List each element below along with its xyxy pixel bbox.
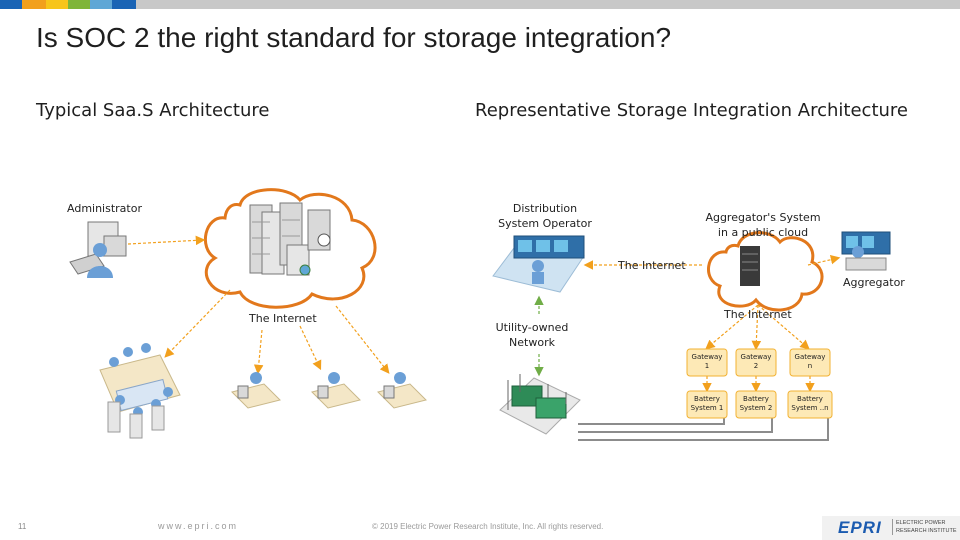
bar-segment	[136, 0, 960, 9]
saas-internet-label: The Internet	[249, 312, 317, 325]
gateway-2-line1: Gateway	[740, 353, 772, 361]
saas-internet-arrows	[164, 289, 390, 375]
top-color-bar	[0, 0, 960, 9]
left-heading: Typical Saa.S Architecture	[36, 100, 270, 121]
battery-2-label: Battery System 2	[736, 395, 776, 413]
gateway-n-label: Gateway n	[790, 353, 830, 371]
utility-network-line2: Network	[509, 336, 555, 349]
gateway-2-label: Gateway 2	[736, 353, 776, 371]
gateway-box	[686, 348, 728, 377]
gateway-2-line2: 2	[753, 362, 759, 370]
integration-arrows	[583, 254, 841, 393]
battery-n-line1: Battery	[797, 395, 823, 403]
bar-segment	[22, 0, 46, 9]
meeting-room-group-icon	[99, 343, 181, 439]
battery-2-line1: Battery	[743, 395, 769, 403]
dso-internet-label: The Internet	[618, 259, 686, 272]
gateway-n-line1: Gateway	[794, 353, 826, 361]
desk-worker-icon	[377, 372, 427, 409]
battery-box	[686, 390, 728, 419]
battery-1-line1: Battery	[694, 395, 720, 403]
logo-subtitle-line2: RESEARCH INSTITUTE	[896, 528, 957, 534]
dso-label-line1: Distribution	[512, 202, 578, 215]
battery-box	[787, 390, 833, 419]
substation-icon	[499, 374, 581, 435]
aggregator-system-line1: Aggregator's System	[705, 211, 821, 224]
administrator-workstation-icon	[69, 221, 127, 278]
battery-box	[735, 390, 777, 419]
aggregator-server-icon	[740, 246, 760, 286]
gateway-internet-label: The Internet	[724, 308, 792, 321]
admin-link-arrow	[127, 235, 206, 246]
logo-panel	[822, 516, 960, 540]
administrator-label: Administrator	[67, 202, 142, 215]
aggregator-system-label: Aggregator's System in a public cloud	[700, 210, 826, 240]
bar-segment	[0, 0, 22, 9]
utility-network-line1: Utility-owned	[495, 321, 569, 334]
battery-2-line2: System 2	[739, 404, 773, 412]
aggregator-system-line2: in a public cloud	[717, 226, 809, 239]
aggregator-operator-icon	[841, 231, 891, 271]
battery-1-line2: System 1	[690, 404, 724, 412]
gateway-1-line2: 1	[704, 362, 710, 370]
logo-subtitle-line1: ELECTRIC POWER	[896, 520, 946, 526]
utility-network-label: Utility-owned Network	[492, 320, 572, 350]
page-number: 11	[18, 522, 27, 531]
bar-segment	[112, 0, 136, 9]
logo-subtitle: ELECTRIC POWER RESEARCH INSTITUTE	[892, 519, 960, 535]
epri-logo: EPRI	[838, 518, 882, 537]
battery-n-label: Battery System ..n	[788, 395, 832, 413]
dso-label-line2: System Operator	[498, 217, 592, 230]
gateway-1-line1: Gateway	[691, 353, 723, 361]
aggregator-cloud	[707, 231, 824, 312]
footer-copyright: © 2019 Electric Power Research Institute…	[372, 522, 604, 531]
server-cluster-icon	[249, 202, 331, 276]
bar-segment	[68, 0, 90, 9]
dso-operator-icon	[492, 235, 585, 293]
bar-segment	[90, 0, 112, 9]
slide-title: Is SOC 2 the right standard for storage …	[36, 22, 672, 53]
desk-worker-icon	[311, 372, 361, 409]
gateway-n-line2: n	[807, 362, 813, 370]
footer-url: www.epri.com	[158, 521, 239, 531]
gateway-box	[735, 348, 777, 377]
aggregator-label: Aggregator	[843, 276, 905, 289]
battery-n-line2: System ..n	[791, 404, 829, 412]
gateway-1-label: Gateway 1	[687, 353, 727, 371]
bar-segment	[46, 0, 68, 9]
battery-1-label: Battery System 1	[687, 395, 727, 413]
right-heading: Representative Storage Integration Archi…	[475, 100, 908, 121]
gateway-box	[789, 348, 831, 377]
desk-worker-icon	[231, 372, 281, 409]
dso-label: Distribution System Operator	[490, 201, 600, 231]
